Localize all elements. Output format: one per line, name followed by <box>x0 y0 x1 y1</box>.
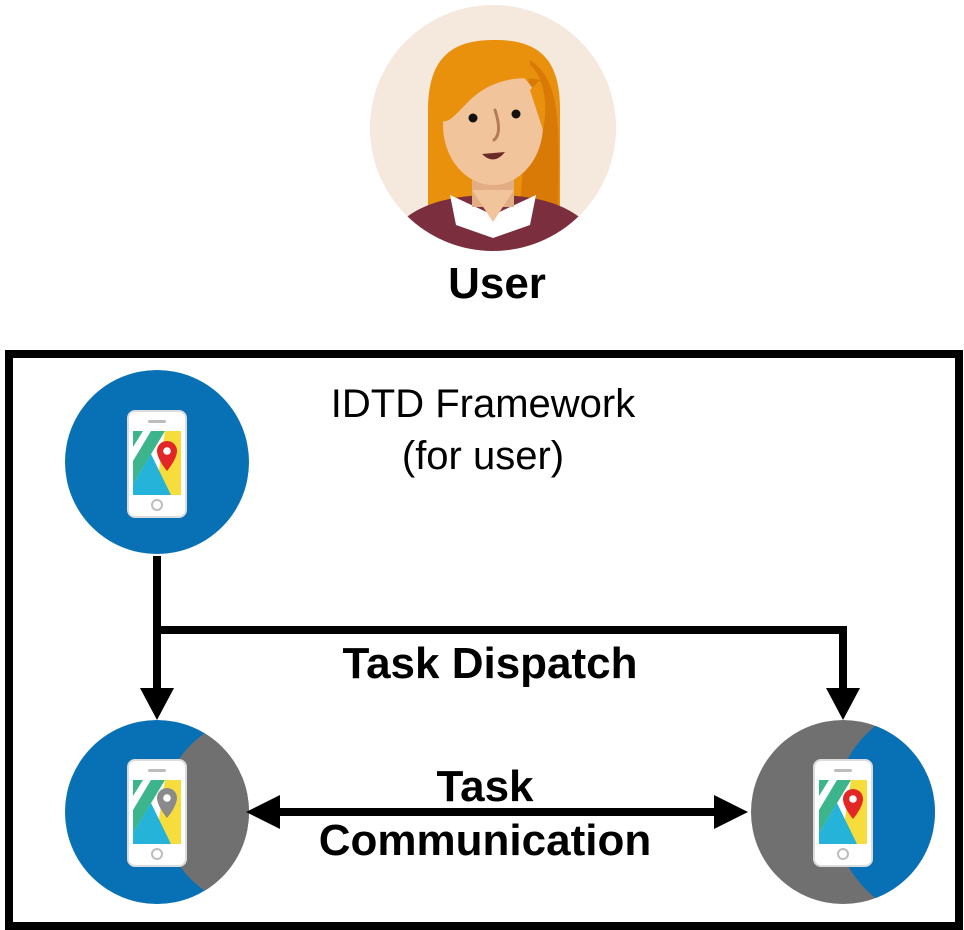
framework-box <box>5 350 963 930</box>
framework-title-line1: IDTD Framework <box>330 382 636 426</box>
location-pin-gray-icon <box>157 788 177 818</box>
task-communication-label-line1: Task <box>436 762 534 811</box>
user-avatar <box>370 5 616 251</box>
task-dispatch-arrows <box>140 556 860 720</box>
task-communication-label-line2: Communication <box>318 816 652 865</box>
right-device-node <box>751 720 935 904</box>
framework-title-line2: (for user) <box>401 434 565 478</box>
task-dispatch-label: Task Dispatch <box>342 639 638 688</box>
source-device-node <box>65 370 249 554</box>
left-device-node <box>65 720 249 904</box>
framework-title: IDTD Framework (for user) <box>268 378 698 482</box>
task-communication-label: Task Communication <box>280 760 690 868</box>
task-communication-arrow <box>246 795 748 829</box>
user-label: User <box>448 259 546 308</box>
